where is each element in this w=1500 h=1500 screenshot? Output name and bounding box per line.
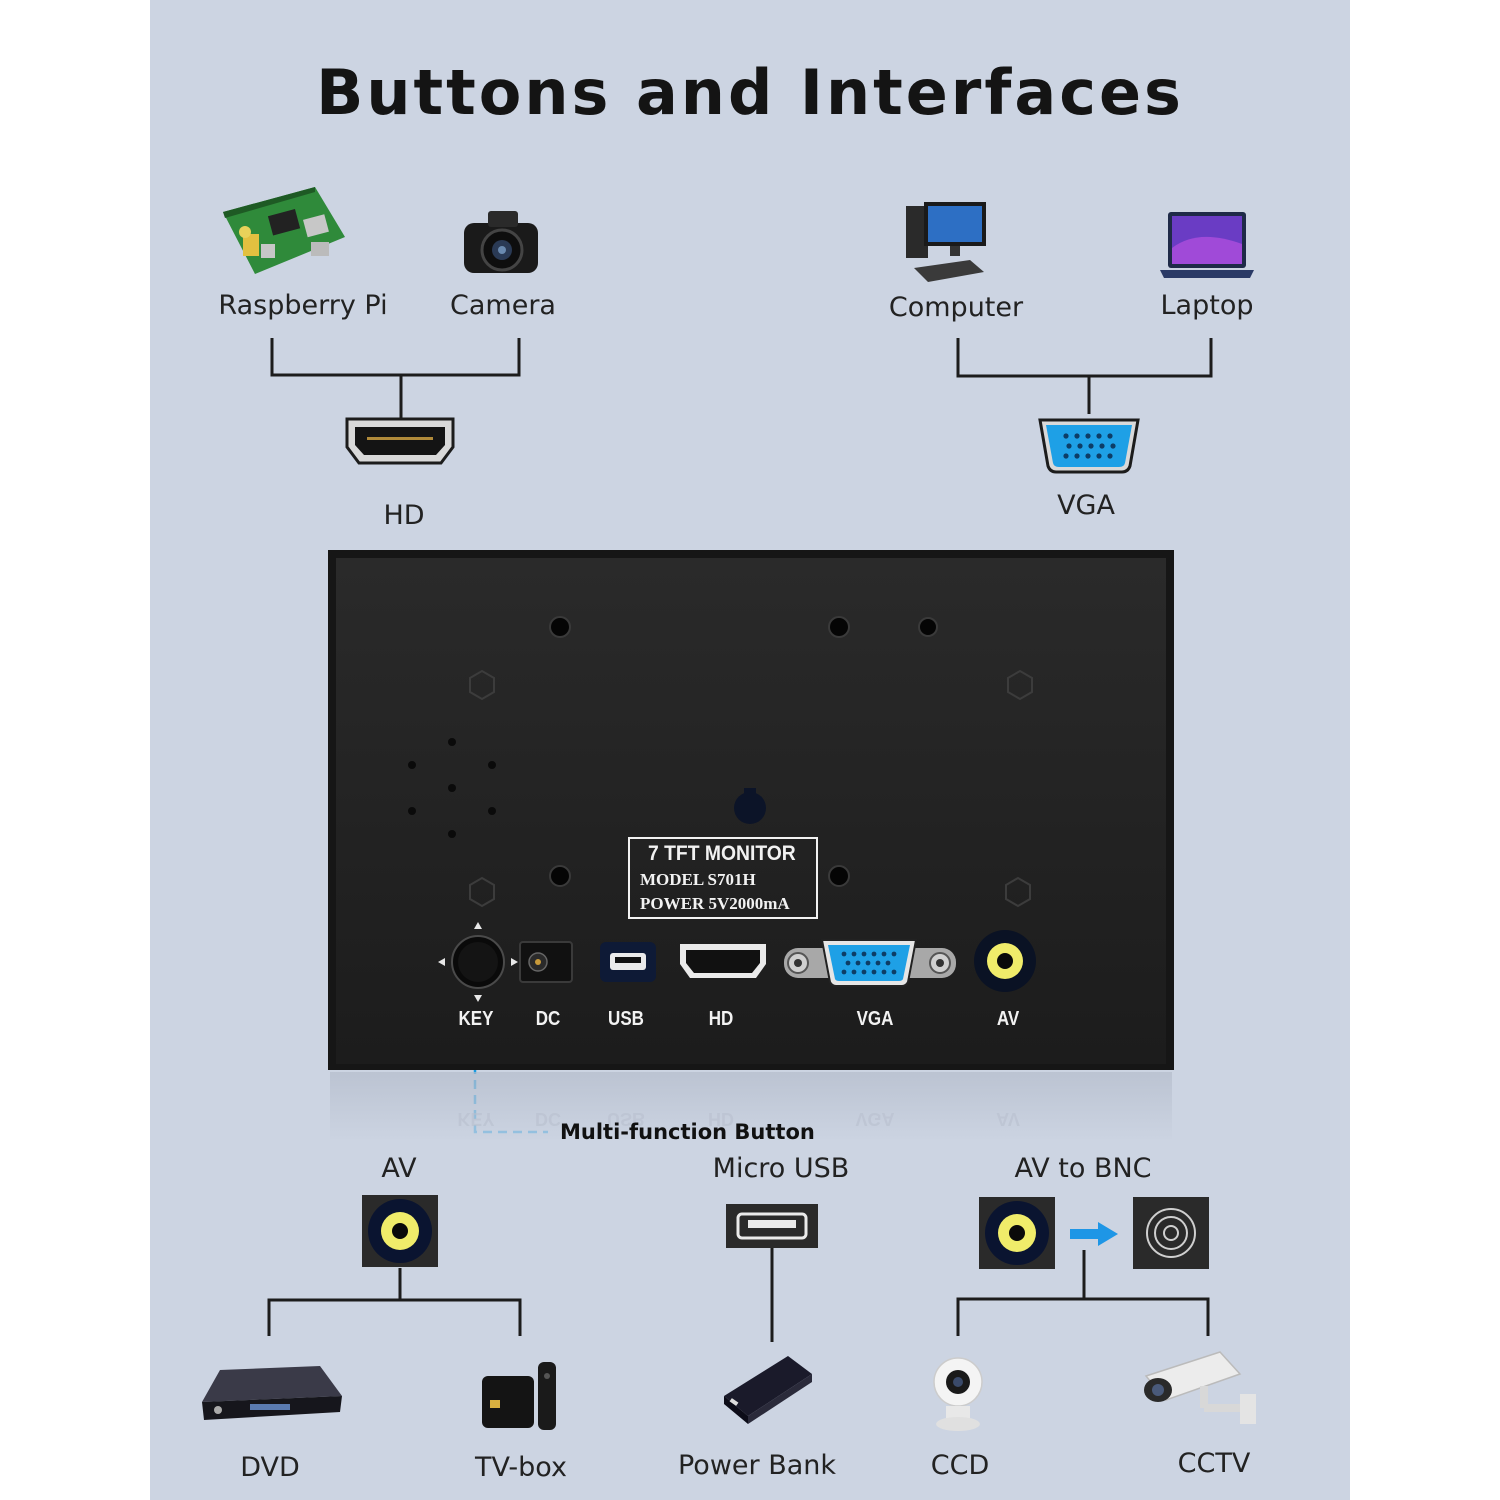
usb-port-icon xyxy=(726,1204,818,1248)
port-label-hd-top: HD xyxy=(383,500,425,531)
device-label-ccd: CCD xyxy=(930,1450,990,1481)
monitor-port-label-dc: DC xyxy=(535,1008,561,1030)
vga-port-monitor-icon xyxy=(784,939,956,987)
device-label-dvd: DVD xyxy=(240,1452,300,1483)
device-label-laptop: Laptop xyxy=(1160,290,1254,321)
joystick-key-icon[interactable] xyxy=(432,918,524,1006)
power-bank-icon xyxy=(724,1356,812,1424)
tv-box-icon xyxy=(482,1362,556,1430)
rca-av-port-bnc-icon xyxy=(979,1197,1055,1269)
group-label-av-to-bnc: AV to BNC xyxy=(1014,1153,1152,1184)
monitor-port-label-vga: VGA xyxy=(856,1008,894,1030)
device-label-power-bank: Power Bank xyxy=(677,1450,837,1481)
reflection-label-av: AV xyxy=(996,1109,1020,1129)
bnc-port-icon xyxy=(1133,1197,1209,1269)
device-label-camera: Camera xyxy=(450,290,556,321)
reflection-label-key: KEY xyxy=(457,1109,495,1129)
port-label-vga-top: VGA xyxy=(1057,490,1115,521)
vga-port-icon xyxy=(1038,418,1140,474)
dvd-player-icon xyxy=(202,1366,342,1420)
desktop-computer-icon xyxy=(906,202,986,282)
hdmi-port-icon xyxy=(345,417,455,465)
reflection-label-dc: DC xyxy=(535,1109,561,1129)
monitor-port-label-usb: USB xyxy=(608,1008,644,1030)
device-label-tv-box: TV-box xyxy=(475,1452,567,1483)
monitor-port-label-hd: HD xyxy=(708,1008,734,1030)
ccd-camera-icon xyxy=(933,1357,983,1431)
raspberry-pi-board-icon xyxy=(223,187,345,274)
multi-function-button-callout: Multi-function Button xyxy=(560,1120,815,1144)
monitor-reflection xyxy=(330,1072,1172,1142)
device-label-computer: Computer xyxy=(888,292,1024,323)
monitor-port-label-key: KEY xyxy=(458,1008,494,1030)
model-plate-line-3: POWER 5V2000mA xyxy=(640,894,790,913)
cctv-camera-icon xyxy=(1144,1351,1256,1424)
camera-icon xyxy=(464,211,538,273)
rca-av-port-icon xyxy=(362,1195,438,1267)
reflection-label-vga: VGA xyxy=(855,1109,895,1129)
arrow-right-icon xyxy=(1070,1222,1118,1246)
micro-usb-port-icon xyxy=(600,942,656,982)
laptop-icon xyxy=(1160,212,1254,278)
group-label-av: AV xyxy=(381,1153,417,1184)
device-label-cctv: CCTV xyxy=(1177,1448,1251,1479)
hdmi-port-monitor-icon xyxy=(680,944,766,978)
model-plate: 7 TFT MONITOR MODEL S701H POWER 5V2000mA xyxy=(628,837,818,919)
page-title: Buttons and Interfaces xyxy=(316,56,1184,129)
model-plate-line-1: 7 TFT MONITOR xyxy=(648,842,796,865)
dc-jack-icon xyxy=(519,941,573,983)
group-label-micro-usb: Micro USB xyxy=(712,1153,850,1184)
rca-av-port-monitor-icon xyxy=(974,930,1036,992)
monitor-port-label-av: AV xyxy=(996,1008,1020,1030)
model-plate-line-2: MODEL S701H xyxy=(640,870,756,889)
device-label-raspberry-pi: Raspberry Pi xyxy=(218,290,388,321)
